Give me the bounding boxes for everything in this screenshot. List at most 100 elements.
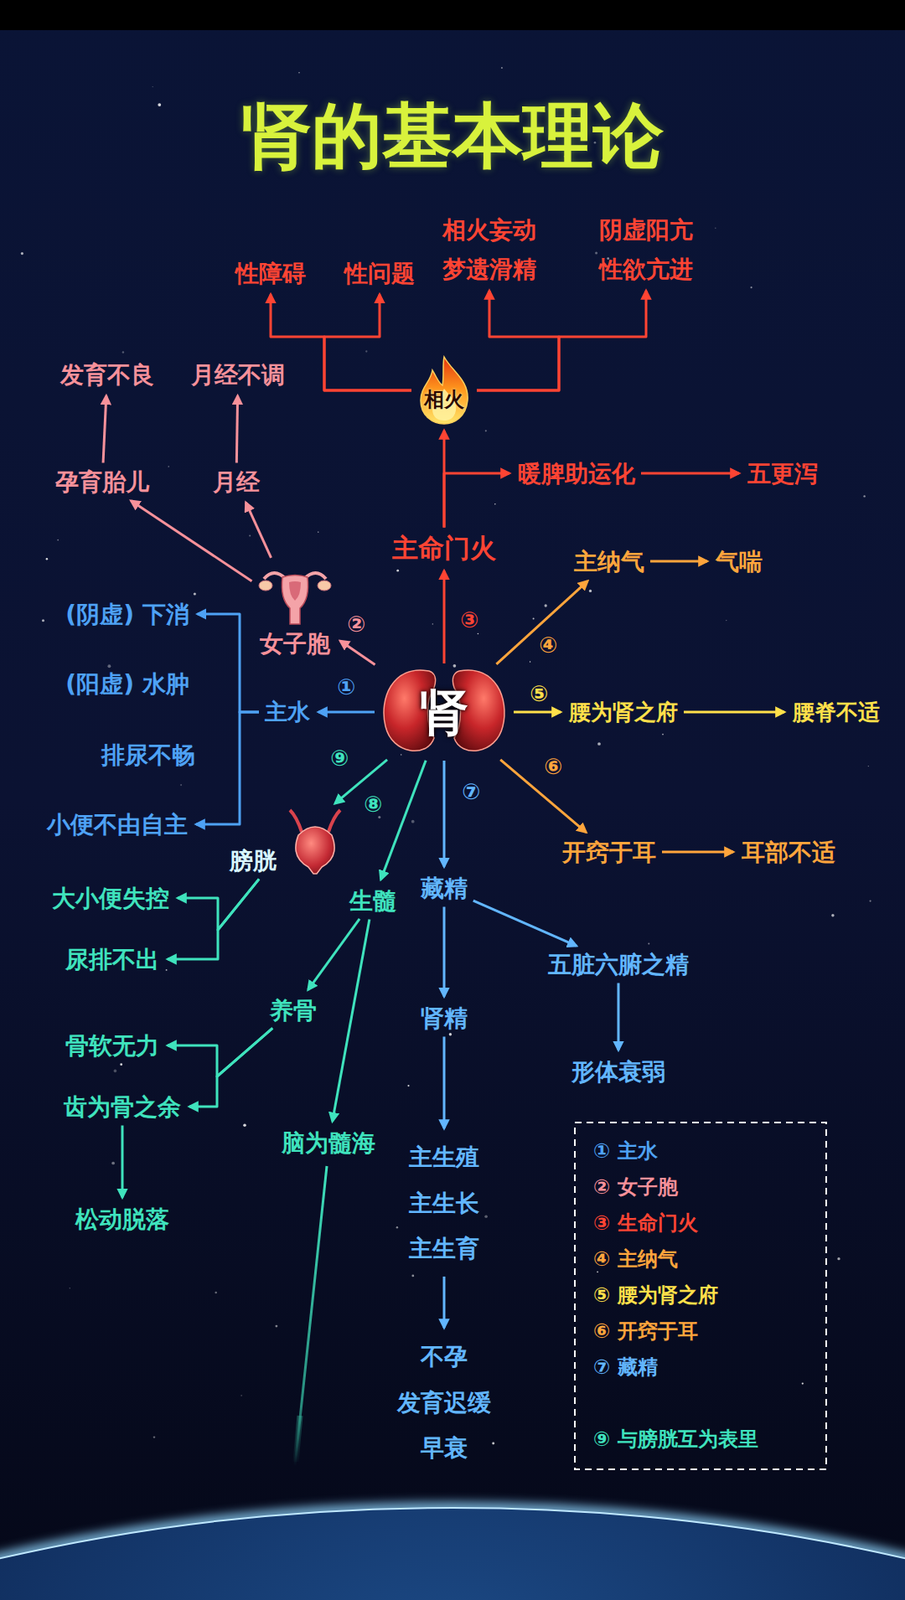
node-label: 孕育胎儿 xyxy=(55,467,150,497)
legend-text: ⑦ 藏精 xyxy=(593,1355,658,1380)
connector-arrow xyxy=(617,983,621,1051)
node-label: 主水 xyxy=(264,698,311,727)
text-node: 尿排不出 xyxy=(62,943,163,977)
star xyxy=(377,816,381,819)
node-label: (阴虚) 下消 xyxy=(65,599,189,630)
star xyxy=(589,589,592,593)
legend-item: ⑤ 腰为肾之府 xyxy=(593,1283,719,1309)
connector-arrow xyxy=(167,1028,273,1077)
text-node: 主纳气 xyxy=(570,545,648,579)
text-node: 主水 xyxy=(261,696,314,729)
fading-line xyxy=(294,1166,327,1467)
star xyxy=(46,558,49,561)
connector-arrow xyxy=(442,1037,445,1130)
connector-arrow xyxy=(167,879,259,960)
star xyxy=(801,1382,804,1385)
callout-number: ⑧ xyxy=(363,792,383,818)
node-label: 发育不良 xyxy=(60,360,155,390)
connector-arrow xyxy=(189,1028,273,1107)
text-node: 孕育胎儿 xyxy=(51,465,153,499)
node-heading: 相火妄动 xyxy=(442,215,537,245)
text-node: 腰脊不适 xyxy=(789,697,884,729)
star xyxy=(119,1063,123,1066)
uterus-node: 女子胞 xyxy=(253,560,337,661)
node-label: 形体衰弱 xyxy=(571,1057,666,1087)
connector-arrow xyxy=(270,294,412,392)
legend-item: ④ 主纳气 xyxy=(593,1247,678,1273)
node-label: 小便不由自主 xyxy=(46,810,188,840)
top-bar xyxy=(0,0,905,31)
legend-item: ② 女子胞 xyxy=(593,1175,678,1200)
node-label: 性问题 xyxy=(344,258,415,289)
star xyxy=(111,1162,115,1166)
star xyxy=(485,429,487,432)
connector-arrow xyxy=(683,711,785,714)
legend-text: ② 女子胞 xyxy=(593,1175,678,1200)
star xyxy=(274,1325,278,1329)
star xyxy=(165,969,168,972)
node-label: 尿排不出 xyxy=(65,945,160,975)
node-label: 腰为肾之府 xyxy=(568,698,678,727)
text-node: 主生殖 主生长 主生育 xyxy=(390,1133,499,1275)
star xyxy=(494,503,497,506)
star xyxy=(396,1226,399,1229)
connector-arrow xyxy=(442,1277,445,1329)
text-node: 生髓 xyxy=(346,884,400,918)
node-label: 齿为骨之余 xyxy=(63,1092,181,1123)
node-label: 不孕 发育迟缓 早衰 xyxy=(393,1334,496,1473)
connector-arrow xyxy=(197,614,259,713)
star xyxy=(863,495,865,497)
legend-text: ④ 主纳气 xyxy=(593,1247,678,1272)
connector-arrow xyxy=(130,501,252,582)
star xyxy=(20,252,24,255)
callout-number: ⑦ xyxy=(461,780,481,805)
node-label: 大小便失控 xyxy=(51,884,170,914)
node-label: 耳部不适 xyxy=(741,837,836,868)
node-label: 藏精 xyxy=(420,873,468,904)
text-node: 月经 xyxy=(209,465,264,499)
node-label: 气喘 xyxy=(715,547,763,577)
legend-item: ⑥ 开窍于耳 xyxy=(593,1319,699,1345)
node-heading: 阴虚阳亢 xyxy=(599,215,693,245)
node-label: 腰脊不适 xyxy=(792,698,880,727)
text-node: (阴虚) 下消 xyxy=(62,598,192,631)
callout-number: ⑤ xyxy=(529,682,549,707)
legend-item: ⑨ 与膀胱互为表里 xyxy=(593,1427,759,1453)
text-node: 性障碍 xyxy=(232,257,310,290)
connector-arrow xyxy=(245,502,271,559)
legend-text: ③ 生命门火 xyxy=(593,1211,699,1236)
star xyxy=(193,592,197,595)
connector-arrow xyxy=(196,712,259,825)
text-node: 腰为肾之府 xyxy=(565,697,682,729)
connector-arrow xyxy=(332,919,370,1122)
text-node: 阴虚阳亢性欲亢进 xyxy=(595,213,697,286)
node-label: 性障碍 xyxy=(235,258,306,289)
bladder-icon xyxy=(281,808,349,876)
star xyxy=(240,1395,242,1397)
star xyxy=(647,943,650,946)
node-label: 松动脱落 xyxy=(75,1204,170,1235)
star xyxy=(868,765,869,767)
connector-arrow xyxy=(513,711,561,714)
star xyxy=(453,664,457,668)
star xyxy=(597,742,601,746)
node-label: 女子胞 xyxy=(259,629,331,659)
legend-text: ① 主水 xyxy=(593,1139,658,1164)
callout-number: ② xyxy=(346,612,366,637)
text-node: 不孕 发育迟缓 早衰 xyxy=(390,1333,499,1474)
connector-arrow xyxy=(177,879,259,931)
connector-arrow xyxy=(324,294,412,392)
connector-arrow xyxy=(340,641,376,665)
node-label: 五脏六腑之精 xyxy=(548,950,689,980)
text-node: 肾精 xyxy=(417,1002,471,1035)
star xyxy=(532,617,535,620)
star xyxy=(750,286,753,289)
node-label: 月经 xyxy=(212,467,260,497)
node-label: 五更泻 xyxy=(747,459,818,489)
star xyxy=(157,103,161,107)
node-label: 主命门火 xyxy=(392,532,497,565)
node-label: 主生殖 主生长 主生育 xyxy=(393,1135,496,1273)
star xyxy=(594,251,598,254)
legend-frame xyxy=(574,1122,827,1470)
text-node: 齿为骨之余 xyxy=(60,1091,185,1124)
